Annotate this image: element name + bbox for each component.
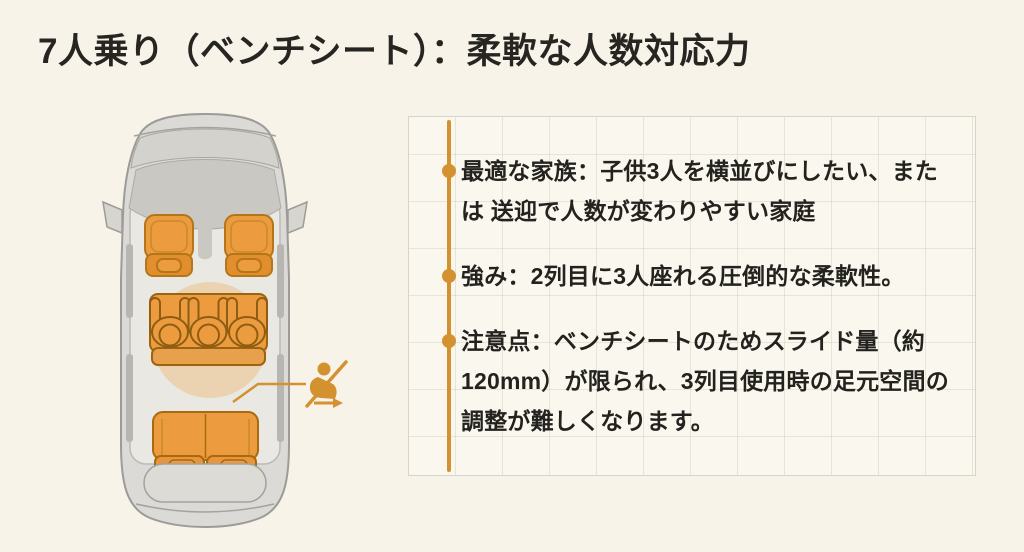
rear-hatch xyxy=(143,463,267,503)
list-item-text: 最適な家族：子供3人を横並びにしたい、または 送迎で人数が変わりやすい家庭 xyxy=(461,158,938,224)
bullet-dot-icon xyxy=(442,164,456,178)
door-window-right-front xyxy=(277,244,284,318)
info-panel: 最適な家族：子供3人を横並びにしたい、または 送迎で人数が変わりやすい家庭 強み… xyxy=(408,116,976,476)
accent-vertical-line xyxy=(447,120,451,472)
center-console xyxy=(198,228,212,260)
front-seat-right xyxy=(224,214,274,277)
bullet-list: 最適な家族：子供3人を横並びにしたい、または 送迎で人数が変わりやすい家庭 強み… xyxy=(409,151,975,466)
car-top-view-diagram xyxy=(100,108,360,532)
bullet-dot-icon xyxy=(442,269,456,283)
door-window-left-rear xyxy=(126,354,133,442)
page-title: 7人乗り（ベンチシート）：柔軟な人数対応力 xyxy=(38,32,751,71)
list-item-ideal-family: 最適な家族：子供3人を横並びにしたい、または 送迎で人数が変わりやすい家庭 xyxy=(442,151,949,231)
rear-bumper-line xyxy=(135,503,275,513)
occupant-icon-2 xyxy=(187,297,230,348)
list-item-text: 強み：2列目に3人座れる圧倒的な柔軟性。 xyxy=(461,263,905,289)
bullet-dot-icon xyxy=(442,334,456,348)
list-item-strength: 強み：2列目に3人座れる圧倒的な柔軟性。 xyxy=(442,256,949,296)
list-item-caution: 注意点：ベンチシートのためスライド量（約120mm）が限られ、3列目使用時の足元… xyxy=(442,321,949,441)
door-window-left-front xyxy=(126,244,133,318)
door-window-right-rear xyxy=(277,354,284,442)
front-seat-left xyxy=(144,214,194,277)
car-top-view-svg xyxy=(102,112,348,529)
seat-slide-limited-icon xyxy=(305,360,348,408)
leader-line xyxy=(232,382,306,404)
list-item-text: 注意点：ベンチシートのためスライド量（約120mm）が限られ、3列目使用時の足元… xyxy=(461,328,949,434)
mirror-left xyxy=(102,200,123,235)
occupant-icon-3 xyxy=(226,297,268,348)
mirror-right xyxy=(287,200,308,235)
hood xyxy=(130,128,280,169)
front-bumper-line xyxy=(133,126,277,137)
